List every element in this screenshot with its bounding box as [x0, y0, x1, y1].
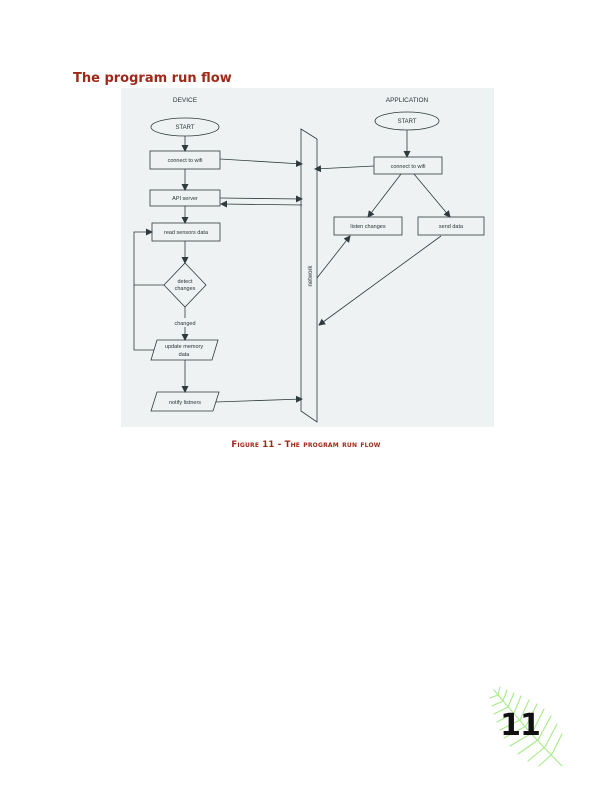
device-changed-label: changed [174, 321, 195, 327]
application-heading: APPLICATION [386, 97, 429, 104]
app-arrow-send-network [318, 235, 442, 326]
network-arrow-api [220, 200, 303, 208]
device-arrow-api-network [219, 195, 303, 203]
app-arrow-connect-network [314, 165, 375, 173]
app-arrow-connect-listen [367, 173, 402, 218]
app-listen-changes-node [333, 216, 403, 236]
device-arrow-connect-network [219, 158, 303, 168]
network-bar [300, 128, 318, 423]
app-listen-changes-label: listen changes [350, 224, 385, 230]
device-connect-wifi-label: connect to wifi [168, 158, 203, 164]
section-title: The program run flow [73, 71, 232, 86]
device-loop-no-change [133, 228, 164, 286]
device-api-server-label: API server [172, 196, 198, 202]
app-send-data-label: send data [439, 224, 464, 230]
flow-diagram-canvas: DEVICE APPLICATION network START connect… [133, 97, 485, 423]
device-read-sensors-label: read sensors data [164, 230, 209, 236]
flow-diagram: DEVICE APPLICATION network START connect… [121, 88, 494, 427]
device-notify-node [150, 391, 220, 412]
device-update-label-line1: update memory [165, 344, 203, 350]
device-update-label-line2: data [179, 352, 191, 358]
app-start-label: START [397, 119, 416, 125]
changed-label-bg [169, 318, 201, 327]
app-send-data-node [417, 216, 485, 236]
figure-caption: Figure 11 - The program run flow [231, 440, 381, 450]
device-arrow-notify-network [215, 395, 303, 403]
app-arrow-connect-send [413, 173, 451, 218]
page-number: 11 [500, 708, 541, 743]
device-update-memory-node [150, 339, 219, 361]
device-loop-update-read [133, 285, 154, 351]
device-start-label: START [175, 125, 194, 131]
network-label: network [308, 264, 314, 286]
device-detect-label-line1: detect [178, 279, 193, 285]
device-detect-changes-node [163, 262, 207, 308]
device-heading: DEVICE [173, 97, 198, 104]
app-connect-wifi-node [373, 156, 443, 175]
app-connect-wifi-label: connect to wifi [391, 164, 426, 170]
device-notify-label: notify listners [169, 400, 201, 406]
device-detect-label-line2: changes [175, 286, 196, 292]
leaf-decoration [489, 686, 563, 767]
network-arrow-listen [316, 235, 351, 279]
